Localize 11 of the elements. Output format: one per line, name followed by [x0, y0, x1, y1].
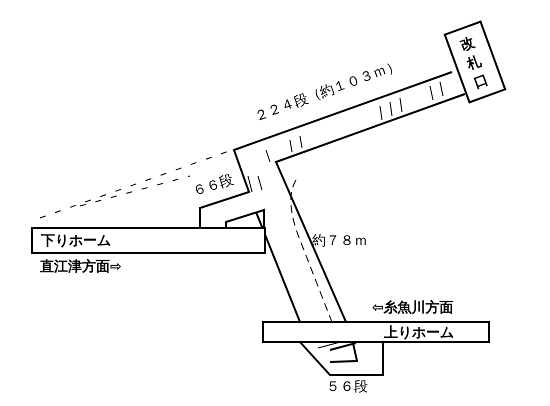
platform-name: 下りホーム [41, 232, 111, 250]
stair-count-label: ６６段 [190, 170, 236, 201]
platform-box [262, 321, 490, 343]
length-label: 約７８ｍ [312, 232, 368, 250]
stair-count-label: ２２４段（約１０３ｍ） [252, 56, 403, 126]
platform-name: 上りホーム [384, 324, 454, 342]
direction-label: 直江津方面⇨ [40, 258, 122, 276]
gate-label: 改札口 [458, 34, 492, 94]
direction-label: ⇦糸魚川方面 [372, 299, 454, 317]
stair-count-label: ５６段 [326, 378, 368, 396]
platform-box [31, 227, 266, 254]
